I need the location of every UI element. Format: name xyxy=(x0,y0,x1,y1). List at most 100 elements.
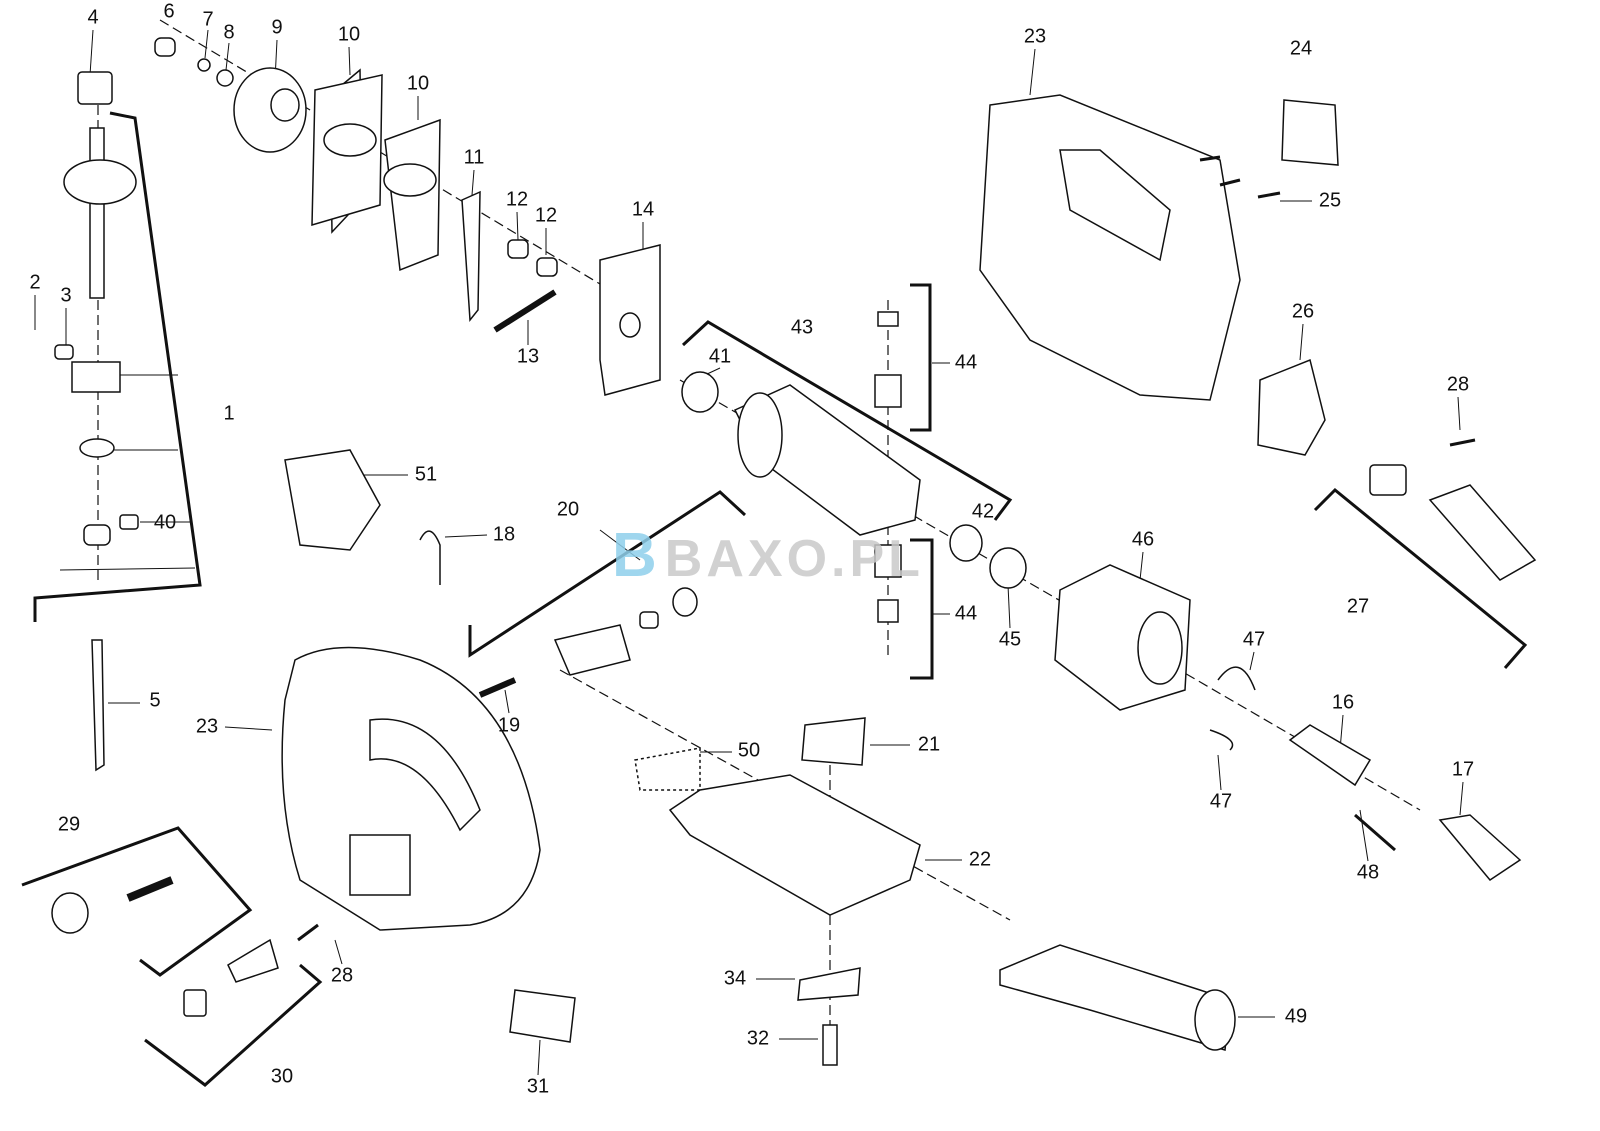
part-label-34: 34 xyxy=(723,967,747,990)
part-label-45: 45 xyxy=(998,628,1022,651)
part-44a xyxy=(877,311,899,327)
part-6 xyxy=(154,37,176,57)
part-label-1: 1 xyxy=(223,402,235,425)
part-26-switch xyxy=(1257,358,1326,456)
part-44b xyxy=(874,374,902,408)
part-20-lever xyxy=(553,624,631,676)
part-label-14: 14 xyxy=(631,198,655,221)
bracket-29 xyxy=(21,826,253,977)
part-label-20: 20 xyxy=(556,498,580,521)
part-label-42: 42 xyxy=(971,500,995,523)
part-41 xyxy=(681,371,719,413)
part-label-49: 49 xyxy=(1284,1005,1308,1028)
bracket-30 xyxy=(144,963,323,1087)
part-5-blade xyxy=(91,639,105,772)
part-label-43: 43 xyxy=(790,316,814,339)
part-label-47b: 47 xyxy=(1209,790,1233,813)
part-34 xyxy=(797,967,861,1001)
part-19 xyxy=(478,677,517,698)
part-label-51: 51 xyxy=(414,463,438,486)
part-label-12b: 12 xyxy=(534,204,558,227)
part-32 xyxy=(822,1024,838,1066)
part-label-26: 26 xyxy=(1291,300,1315,323)
part-label-21: 21 xyxy=(917,733,941,756)
part-label-10b: 10 xyxy=(406,72,430,95)
part-16 xyxy=(1288,724,1372,787)
part-47-spring-a xyxy=(1217,666,1256,691)
part-label-41: 41 xyxy=(708,345,732,368)
part-label-31: 31 xyxy=(526,1075,550,1098)
part-24-label xyxy=(1281,99,1339,166)
bracket-43 xyxy=(681,320,1013,521)
bracket-1 xyxy=(33,111,202,622)
part-29-knob xyxy=(51,892,89,934)
part-label-28b: 28 xyxy=(330,964,354,987)
part-44d xyxy=(877,599,899,623)
watermark-logo: B xyxy=(612,521,661,590)
bracket-44b xyxy=(910,538,934,680)
part-label-4: 4 xyxy=(87,6,99,29)
part-27-dial xyxy=(1369,464,1407,496)
part-17-plug xyxy=(1438,814,1522,881)
part-label-16: 16 xyxy=(1331,691,1355,714)
part-label-11: 11 xyxy=(463,146,485,169)
part-label-28: 28 xyxy=(1446,373,1470,396)
part-label-47: 47 xyxy=(1242,628,1266,651)
part-label-22: 22 xyxy=(968,848,992,871)
part-shapes xyxy=(51,37,1537,1066)
part-label-8: 8 xyxy=(223,21,235,44)
part-label-13: 13 xyxy=(516,345,540,368)
part-1-guide xyxy=(63,159,137,205)
part-label-3: 3 xyxy=(60,284,72,307)
part-7 xyxy=(197,58,211,72)
watermark-baxo: BBAXO.PL xyxy=(612,520,924,591)
part-label-12: 12 xyxy=(505,188,529,211)
part-1-holder xyxy=(71,361,121,393)
watermark-text: BAXO.PL xyxy=(664,530,924,588)
part-label-9: 9 xyxy=(271,16,283,39)
part-label-17: 17 xyxy=(1451,758,1475,781)
part-42 xyxy=(949,524,983,562)
leader-lines xyxy=(34,29,1464,1076)
bracket-20 xyxy=(468,490,747,658)
part-1-collar xyxy=(83,524,111,546)
bracket-27 xyxy=(1313,487,1528,669)
part-18 xyxy=(419,530,441,585)
part-12b xyxy=(536,257,558,277)
part-50 xyxy=(634,747,701,791)
part-8 xyxy=(216,69,234,87)
part-label-27: 27 xyxy=(1346,595,1370,618)
part-22-base xyxy=(668,774,921,916)
part-label-23: 23 xyxy=(1023,25,1047,48)
part-11 xyxy=(461,190,481,322)
part-label-6: 6 xyxy=(163,0,175,23)
part-12a xyxy=(507,239,529,259)
part-45 xyxy=(989,547,1027,589)
part-4 xyxy=(77,71,113,105)
part-label-44b: 44 xyxy=(954,602,978,625)
part-1-washer xyxy=(79,438,115,458)
part-1-rod xyxy=(89,127,105,299)
part-30-plate xyxy=(227,938,279,983)
part-label-10: 10 xyxy=(337,23,361,46)
part-label-18: 18 xyxy=(492,523,516,546)
bracket-44a xyxy=(910,283,932,432)
part-23-housing-left xyxy=(281,646,541,931)
part-label-2: 2 xyxy=(29,271,41,294)
part-label-46: 46 xyxy=(1131,528,1155,551)
part-3 xyxy=(54,344,74,360)
part-label-32: 32 xyxy=(746,1027,770,1050)
part-29-pin xyxy=(126,876,174,902)
part-label-44: 44 xyxy=(954,351,978,374)
part-13 xyxy=(493,289,557,333)
part-20-bearing xyxy=(672,587,698,617)
part-40 xyxy=(119,514,139,530)
part-49-tube xyxy=(999,944,1231,1051)
part-27-pcb xyxy=(1428,484,1537,581)
part-label-5: 5 xyxy=(149,689,161,712)
part-label-48: 48 xyxy=(1356,861,1380,884)
part-21 xyxy=(801,717,866,766)
part-44c xyxy=(874,544,902,578)
part-30-button xyxy=(183,989,207,1017)
